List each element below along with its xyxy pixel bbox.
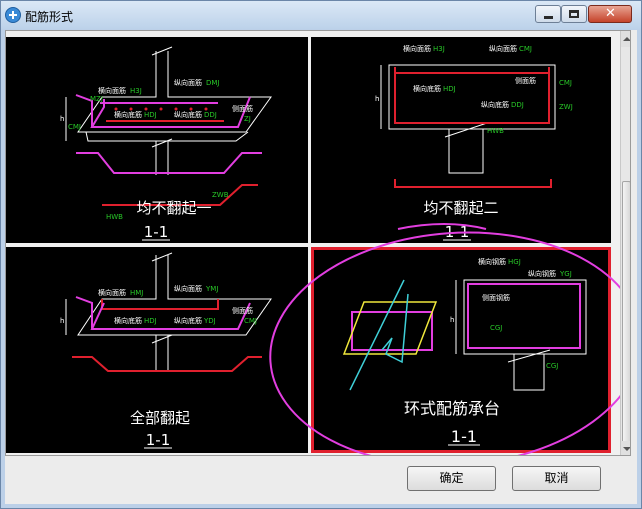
option-2-tag-b: CMJ [519, 45, 532, 53]
close-icon: ✕ [605, 6, 616, 21]
option-2-label-c: 横向底筋 [413, 84, 441, 93]
option-2-tag-a: H3J [433, 45, 445, 53]
option-4-label-a: 横向钢筋 [478, 257, 506, 266]
options-panel: 横向面筋 H3J 纵向面筋 DMJ 横向底筋 HDJ 纵向底筋 DDJ 侧面筋 … [5, 30, 631, 456]
option-1-label-a: 横向面筋 [98, 86, 126, 95]
option-4-tag-b: YGJ [559, 270, 572, 278]
option-2-tag-c: HDJ [443, 85, 456, 93]
option-3-label-k: h [60, 317, 64, 325]
option-card-4-selected[interactable]: 横向钢筋 HGJ 纵向钢筋 YGJ 侧面钢筋 CGJ CGJ h 环式配筋承台 … [311, 247, 611, 453]
option-2-label-a: 横向面筋 [403, 44, 431, 53]
scroll-down-arrow-icon[interactable] [621, 441, 630, 455]
option-1-diagram: 横向面筋 H3J 纵向面筋 DMJ 横向底筋 HDJ 纵向底筋 DDJ 侧面筋 … [60, 46, 272, 241]
maximize-icon [569, 10, 579, 18]
option-4-label-g: CGJ [546, 362, 558, 370]
option-1-label-j: MZJ [90, 95, 103, 103]
option-1-label-c: 横向底筋 [114, 110, 142, 119]
dialog-body: 横向面筋 H3J 纵向面筋 DMJ 横向底筋 HDJ 纵向底筋 DDJ 侧面筋 … [5, 30, 637, 504]
app-icon [5, 7, 21, 23]
option-3-tag-d: YDJ [203, 317, 216, 325]
option-3-label-e: 侧面筋 [232, 306, 253, 315]
option-4-label-b: 纵向钢筋 [528, 269, 556, 278]
option-3-label-c: 横向底筋 [114, 316, 142, 325]
option-4-diagram: 横向钢筋 HGJ 纵向钢筋 YGJ 侧面钢筋 CGJ CGJ h 环式配筋承台 … [342, 257, 587, 446]
scroll-up-arrow-icon[interactable] [621, 31, 630, 47]
option-1-tag-d: DDJ [204, 111, 217, 119]
option-4-section: 1-1 [451, 427, 477, 446]
option-1-label-f: ZJ [244, 115, 251, 123]
scroll-thumb[interactable] [622, 181, 630, 451]
option-3-tag-b: YMJ [205, 285, 218, 293]
ok-button[interactable]: 确定 [407, 466, 496, 491]
option-1-label-h: HWB [106, 213, 123, 221]
option-2-label-g: ZWJ [559, 103, 573, 111]
option-3-tag-a: HMJ [130, 289, 143, 297]
option-3-label-b: 纵向面筋 [174, 284, 202, 293]
cancel-button[interactable]: 取消 [512, 466, 601, 491]
option-3-label-f: CMJ [244, 317, 257, 325]
option-4-label-f: CGJ [490, 324, 502, 332]
option-4-title: 环式配筋承台 [404, 399, 500, 418]
option-2-label-f: CMJ [559, 79, 572, 87]
option-2-label-k: h [375, 95, 379, 103]
option-2-title: 均不翻起二 [423, 199, 498, 217]
option-3-title: 全部翻起 [130, 409, 190, 427]
option-3-diagram: 横向面筋 HMJ 纵向面筋 YMJ 横向底筋 HDJ 纵向底筋 YDJ 侧面筋 … [60, 252, 272, 449]
option-3-label-a: 横向面筋 [98, 288, 126, 297]
option-3-section: 1-1 [146, 431, 171, 449]
option-1-label-b: 纵向面筋 [174, 78, 202, 87]
option-2-label-h: HWB [487, 127, 504, 135]
maximize-button[interactable] [561, 5, 587, 23]
option-2-label-d: 纵向底筋 [481, 100, 509, 109]
option-1-label-d: 纵向底筋 [174, 110, 202, 119]
option-1-tag-b: DMJ [206, 79, 220, 87]
option-2-label-b: 纵向面筋 [489, 44, 517, 53]
option-1-label-g: CMJ [68, 123, 81, 131]
option-3-label-d: 纵向底筋 [174, 316, 202, 325]
option-2-diagram: 横向面筋 H3J 纵向面筋 CMJ 横向底筋 HDJ 纵向底筋 DDJ 侧面筋 … [375, 44, 573, 241]
option-card-1[interactable]: 横向面筋 H3J 纵向面筋 DMJ 横向底筋 HDJ 纵向底筋 DDJ 侧面筋 … [6, 37, 308, 243]
close-button[interactable]: ✕ [588, 5, 632, 23]
option-card-3[interactable]: 横向面筋 HMJ 纵向面筋 YMJ 横向底筋 HDJ 纵向底筋 YDJ 侧面筋 … [6, 247, 308, 453]
option-1-tag-a: H3J [130, 87, 142, 95]
option-2-label-e: 侧面筋 [515, 76, 536, 85]
option-1-section: 1-1 [144, 223, 169, 241]
option-2-tag-d: DDJ [511, 101, 524, 109]
title-bar[interactable]: 配筋形式 ✕ [1, 1, 641, 29]
option-1-label-e: 侧面筋 [232, 104, 253, 113]
annotation-ellipse [269, 223, 630, 455]
option-1-tag-c: HDJ [144, 111, 157, 119]
option-4-tag-a: HGJ [508, 258, 521, 266]
option-4-label-e: 侧面钢筋 [482, 293, 510, 302]
option-3-tag-c: HDJ [144, 317, 157, 325]
window-title: 配筋形式 [25, 10, 74, 24]
minimize-button[interactable] [535, 5, 561, 23]
option-1-label-k: h [60, 115, 64, 123]
vertical-scrollbar[interactable] [620, 31, 630, 455]
minimize-icon [544, 16, 553, 19]
option-1-label-i: ZWB [212, 191, 229, 199]
option-card-2[interactable]: 横向面筋 H3J 纵向面筋 CMJ 横向底筋 HDJ 纵向底筋 DDJ 侧面筋 … [311, 37, 611, 243]
option-1-title: 均不翻起一 [136, 199, 211, 217]
option-4-label-k: h [450, 316, 454, 324]
